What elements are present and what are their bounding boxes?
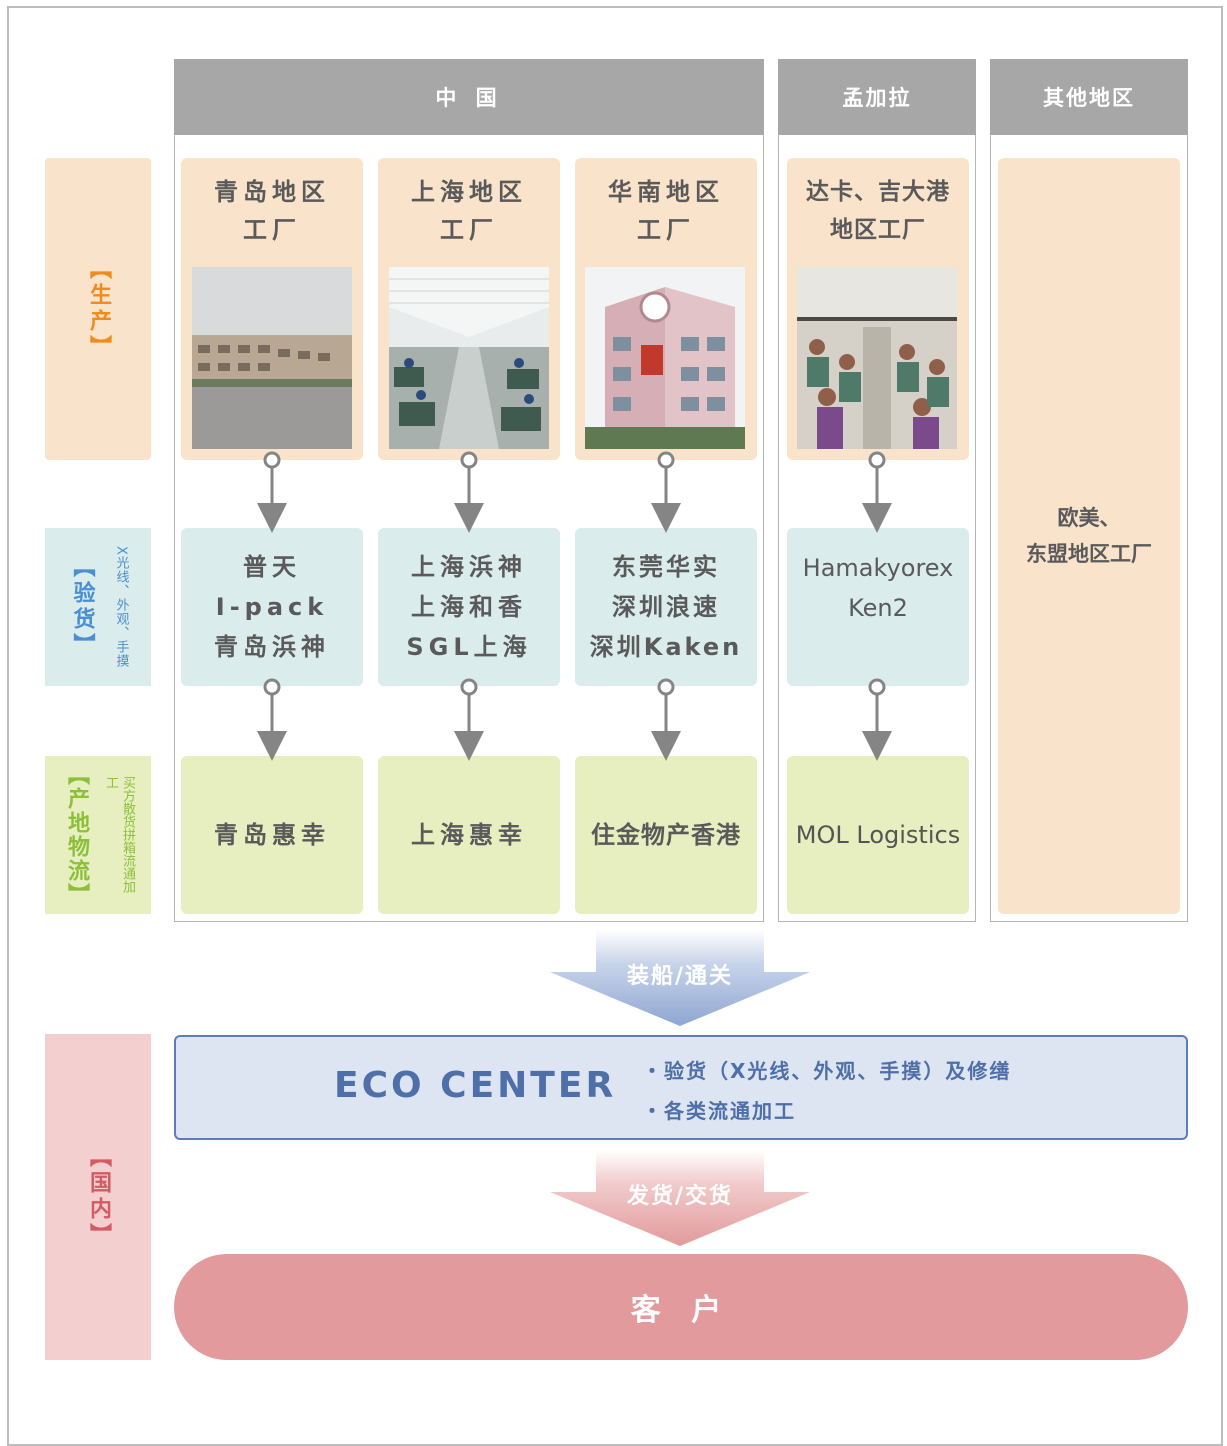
inspector-qingdao-3: 青岛浜神 xyxy=(214,633,330,661)
inspection-bangladesh: Hamakyorex Ken2 xyxy=(787,528,969,686)
column-other xyxy=(990,135,1188,922)
connector-qingdao-1 xyxy=(257,451,287,533)
side-label-production: 【生产】 xyxy=(45,158,151,460)
factory-other-line1: 欧美、 xyxy=(1057,506,1121,530)
inspector-qingdao-1: 普天 xyxy=(243,553,301,581)
arrow-ship-label: 装船/通关 xyxy=(626,964,734,989)
inspector-dhaka-1: Hamakyorex xyxy=(802,554,954,582)
connector-dhaka-2 xyxy=(862,678,892,761)
connector-dhaka-1 xyxy=(862,451,892,533)
factory-south-line1: 华南地区 xyxy=(608,178,724,206)
column-bangladesh xyxy=(778,135,976,922)
factory-dhaka-line2: 地区工厂 xyxy=(830,217,926,243)
factory-shanghai-line2: 工厂 xyxy=(440,216,498,244)
connector-shanghai-1 xyxy=(454,451,484,533)
side-label-inspection: 【验货】 X光线、外观、手摸 xyxy=(45,528,151,686)
connector-south-1 xyxy=(651,451,681,533)
arrow-deliver-label: 发货/交货 xyxy=(626,1184,734,1209)
photo-south-china-factory xyxy=(585,267,745,449)
eco-center-box: ECO CENTER ・验货（X光线、外观、手摸）及修缮 ・各类流通加工 xyxy=(174,1035,1188,1140)
inspector-qingdao-2: I-pack xyxy=(215,593,329,621)
header-china: 中 国 xyxy=(174,59,764,135)
photo-bangladesh-factory xyxy=(797,267,957,449)
factory-qingdao: 青岛地区 工厂 xyxy=(181,158,363,460)
logistics-qingdao: 青岛惠幸 xyxy=(181,756,363,914)
logistics-label: 【产地物流】 xyxy=(64,763,89,907)
production-label: 【生产】 xyxy=(86,257,111,361)
header-other-regions: 其他地区 xyxy=(990,59,1188,135)
inspection-label: 【验货】 xyxy=(69,555,95,659)
connector-qingdao-2 xyxy=(257,678,287,761)
arrow-deliver-shape xyxy=(550,1150,810,1246)
connector-shanghai-2 xyxy=(454,678,484,761)
column-china xyxy=(174,135,764,922)
logistics-bangladesh: MOL Logistics xyxy=(787,756,969,914)
inspection-shanghai: 上海浜神 上海和香 SGL上海 xyxy=(378,528,560,686)
factory-south-china: 华南地区 工厂 xyxy=(575,158,757,460)
eco-center-item-2: ・各类流通加工 xyxy=(642,1099,796,1123)
inspector-south-1: 东莞华实 xyxy=(612,553,720,581)
factory-south-line2: 工厂 xyxy=(637,216,695,244)
factory-qingdao-line1: 青岛地区 xyxy=(214,178,330,206)
header-bangladesh: 孟加拉 xyxy=(778,59,976,135)
inspector-shanghai-1: 上海浜神 xyxy=(411,553,527,581)
inspector-shanghai-3: SGL上海 xyxy=(406,633,532,661)
inspection-note: X光线、外观、手摸 xyxy=(113,546,129,668)
domestic-label: 【国内】 xyxy=(86,1145,111,1249)
eco-center-title: ECO CENTER xyxy=(334,1065,617,1106)
arrow-ship-shape xyxy=(550,930,810,1026)
customer-box: 客 户 xyxy=(174,1254,1188,1360)
factory-dhaka-line1: 达卡、吉大港 xyxy=(806,179,950,205)
logistics-south-china: 住金物产香港 xyxy=(575,756,757,914)
factory-qingdao-line2: 工厂 xyxy=(243,216,301,244)
side-label-domestic: 【国内】 xyxy=(45,1034,151,1360)
side-label-logistics: 【产地物流】 买方散货拼箱流通加工 xyxy=(45,756,151,914)
logistics-shanghai: 上海惠幸 xyxy=(378,756,560,914)
inspector-dhaka-2: Ken2 xyxy=(848,594,908,622)
factory-other-line2: 东盟地区工厂 xyxy=(1026,542,1152,566)
factory-shanghai: 上海地区 工厂 xyxy=(378,158,560,460)
inspector-south-2: 深圳浪速 xyxy=(612,593,720,621)
inspection-qingdao: 普天 I-pack 青岛浜神 xyxy=(181,528,363,686)
connector-south-2 xyxy=(651,678,681,761)
factory-dhaka-chittagong: 达卡、吉大港 地区工厂 xyxy=(787,158,969,460)
logistics-note: 买方散货拼箱流通加工 xyxy=(103,776,135,893)
photo-qingdao-factory xyxy=(192,267,352,449)
photo-shanghai-factory xyxy=(389,267,549,449)
factory-other-regions: 欧美、 东盟地区工厂 xyxy=(998,158,1180,914)
factory-shanghai-line1: 上海地区 xyxy=(411,178,527,206)
inspection-south-china: 东莞华实 深圳浪速 深圳Kaken xyxy=(575,528,757,686)
eco-center-item-1: ・验货（X光线、外观、手摸）及修缮 xyxy=(642,1059,1012,1083)
inspector-shanghai-2: 上海和香 xyxy=(411,593,527,621)
inspector-south-3: 深圳Kaken xyxy=(589,633,743,661)
